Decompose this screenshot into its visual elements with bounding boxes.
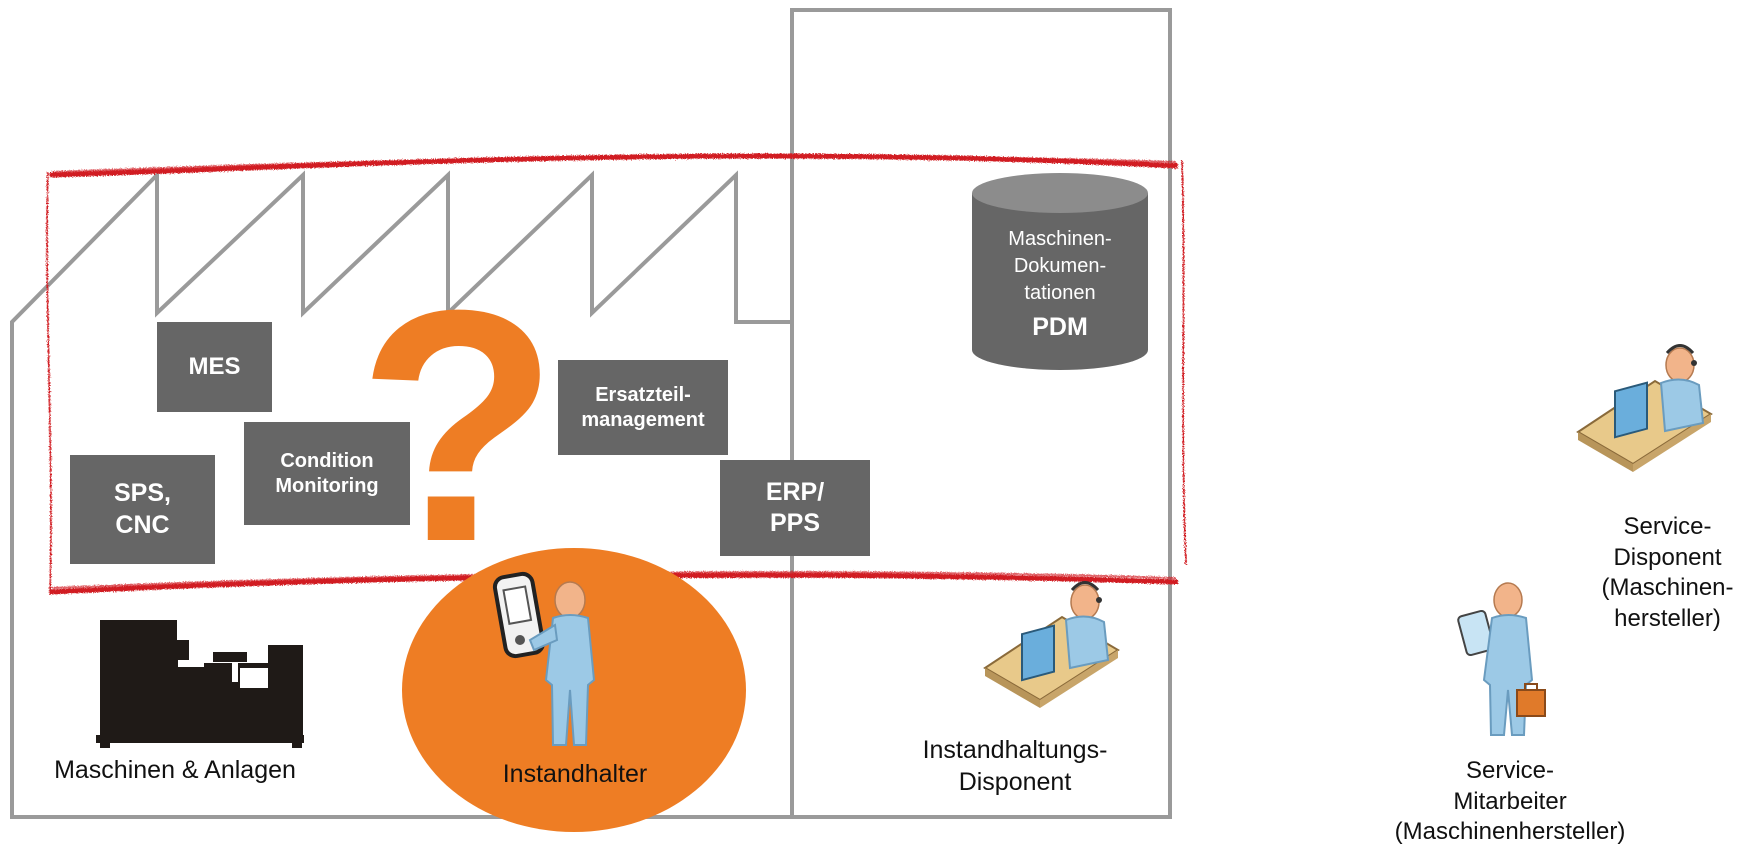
disponent-line-2: Disponent — [958, 768, 1072, 796]
service-disponent-line-1: Service- — [1623, 513, 1712, 540]
pdm-database-icon — [972, 173, 1148, 370]
technician-with-tablet-icon — [492, 571, 596, 746]
disponent-label: Instandhaltungs- Disponent — [895, 734, 1135, 798]
service-mitarbeiter-line-2: Mitarbeiter — [1453, 787, 1567, 815]
service-mitarbeiter-line-1: Service- — [1465, 757, 1555, 784]
pps-label: PPS — [769, 509, 821, 537]
management-label: management — [581, 408, 705, 431]
database-line-3: tationen — [1024, 282, 1095, 304]
mes-box: MES — [157, 322, 272, 412]
monitoring-label: Monitoring — [275, 474, 379, 497]
cnc-label: CNC — [115, 510, 170, 539]
ersatzteil-box: Ersatzteil- management — [558, 360, 728, 455]
erp-label: ERP/ — [765, 477, 825, 506]
instandhalter-label: Instandhalter — [502, 760, 648, 788]
service-disponent-line-4: hersteller) — [1614, 605, 1721, 633]
database-line-4: PDM — [1032, 313, 1088, 341]
condition-label: Condition — [280, 449, 374, 472]
database-line-2: Dokumen- — [1014, 255, 1106, 277]
mes-label: MES — [188, 353, 241, 380]
service-dispatcher-at-desk-icon — [1576, 344, 1713, 472]
sps-cnc-box: SPS, CNC — [70, 455, 215, 564]
service-disponent-label: Service- Disponent (Maschinen- herstelle… — [1585, 512, 1750, 635]
disponent-line-1: Instandhaltungs- — [922, 736, 1108, 764]
condition-monitoring-box: Condition Monitoring — [244, 422, 410, 525]
service-disponent-line-2: Disponent — [1613, 543, 1722, 571]
office-building-outline — [790, 8, 1172, 819]
dispatcher-at-desk-icon — [983, 581, 1120, 708]
sps-label: SPS, — [114, 479, 171, 508]
machine-tool-icon — [96, 620, 304, 748]
service-mitarbeiter-line-3: (Maschinenhersteller) — [1394, 818, 1626, 846]
service-mitarbeiter-label: Service- Mitarbeiter (Maschinenherstelle… — [1375, 756, 1645, 848]
factory-building-outline — [10, 170, 794, 819]
maschinen-label: Maschinen & Anlagen — [54, 756, 296, 784]
database-line-1: Maschinen- — [1008, 228, 1111, 250]
erp-pps-box: ERP/ PPS — [720, 460, 870, 556]
service-worker-with-briefcase-icon — [1457, 582, 1546, 736]
ersatzteil-label: Ersatzteil- — [595, 383, 691, 406]
service-disponent-line-3: (Maschinen- — [1601, 574, 1734, 602]
